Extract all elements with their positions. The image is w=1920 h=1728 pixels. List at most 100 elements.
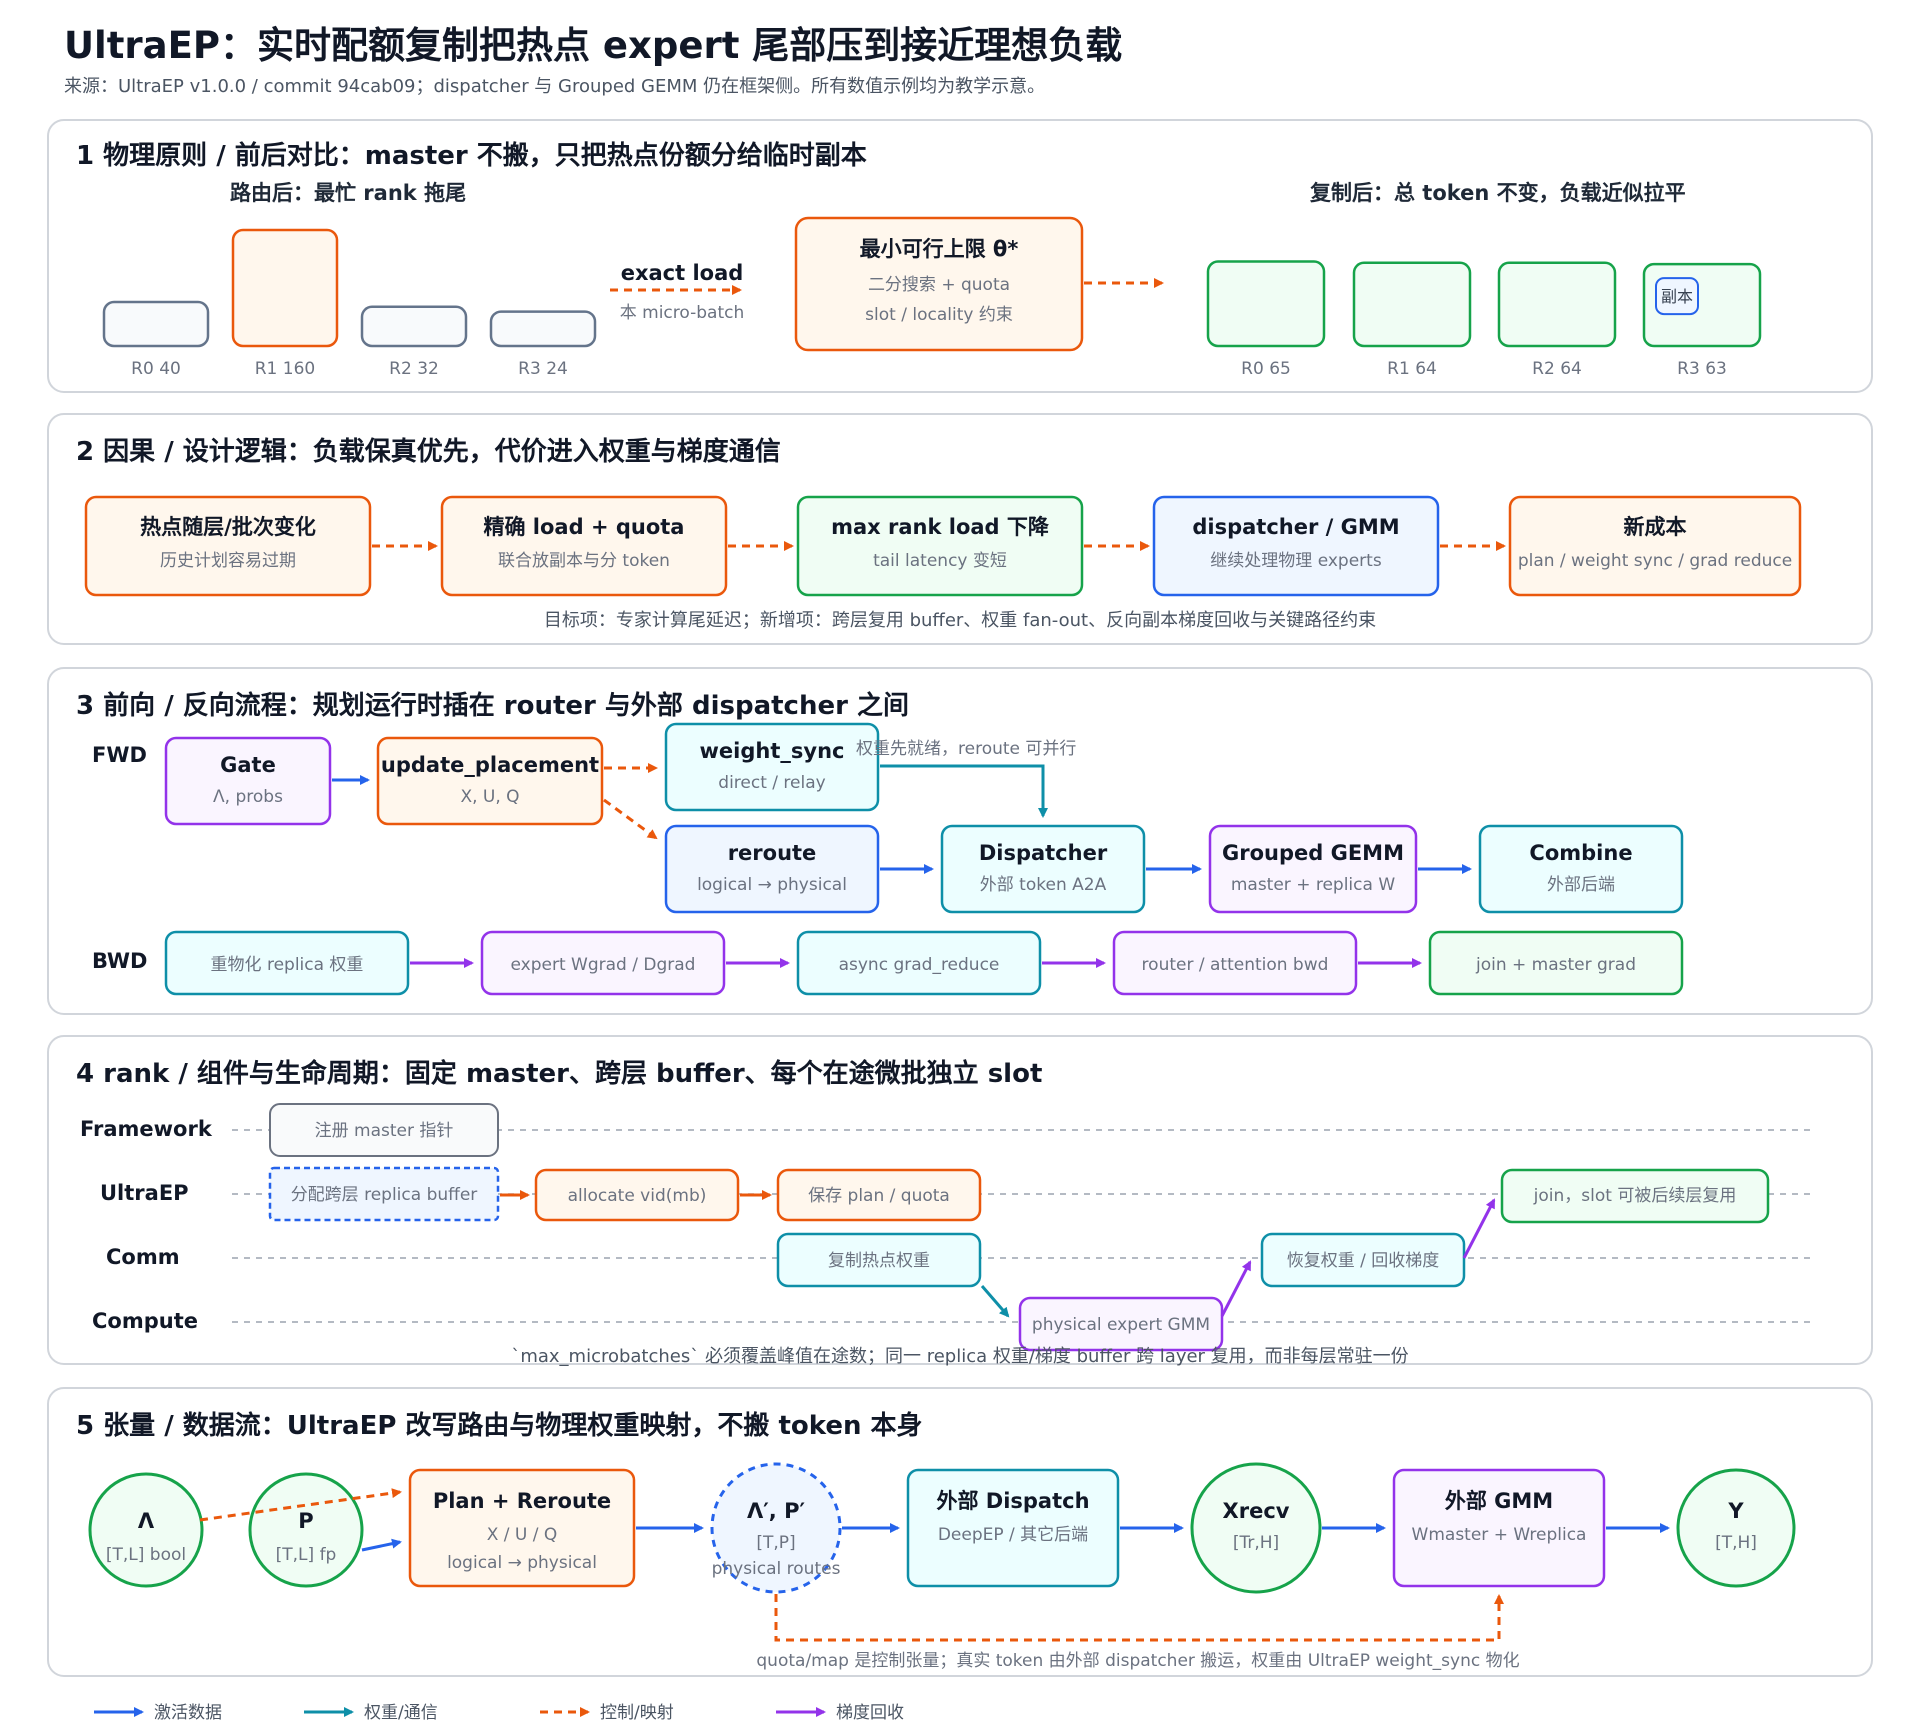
reroute-box bbox=[664, 824, 880, 914]
legend-label-0: 激活数据 bbox=[154, 1703, 222, 1723]
bwd-rematerialize-box bbox=[164, 930, 410, 996]
plan-reroute-title: Plan + Reroute bbox=[433, 1489, 611, 1513]
external-gmm-title: 外部 GMM bbox=[1445, 1489, 1553, 1513]
weight-sync-box bbox=[664, 722, 880, 812]
after-bar-1 bbox=[1352, 261, 1472, 348]
legend: 激活数据 权重/通信 控制/映射 梯度回收 bbox=[94, 1703, 904, 1723]
weight-sync-title: weight_sync bbox=[700, 739, 845, 763]
bwd-rematerialize-label: 重物化 replica 权重 bbox=[211, 955, 364, 975]
hotspot-sub: 历史计划容易过期 bbox=[160, 551, 296, 571]
physical-routes-node bbox=[710, 1462, 842, 1594]
alloc-vid-label: allocate vid(mb) bbox=[568, 1186, 707, 1206]
xrecv-title: Xrecv bbox=[1223, 1499, 1290, 1523]
lane-framework: Framework bbox=[80, 1117, 213, 1141]
wsync-to-dispatcher-arrow bbox=[880, 764, 1048, 818]
new-cost-box bbox=[1508, 495, 1802, 597]
update-to-reroute-arrow bbox=[603, 798, 658, 840]
external-gmm-sub: Wmaster + Wreplica bbox=[1412, 1525, 1587, 1545]
after-bar-label-3: R3 63 bbox=[1677, 359, 1727, 379]
hotspot-title: 热点随层/批次变化 bbox=[140, 515, 316, 539]
grouped-gemm-box bbox=[1208, 824, 1418, 914]
lambda-node bbox=[88, 1472, 204, 1588]
register-master-label: 注册 master 指针 bbox=[315, 1121, 454, 1141]
fwd-label: FWD bbox=[92, 743, 147, 767]
update-placement-box bbox=[376, 736, 604, 826]
lane-ultraep: UltraEP bbox=[100, 1181, 189, 1205]
bwd-label: BWD bbox=[92, 949, 147, 973]
after-bar-2 bbox=[1497, 261, 1617, 348]
xrecv-node bbox=[1190, 1462, 1322, 1594]
page-title: UltraEP：实时配额复制把热点 expert 尾部压到接近理想负载 bbox=[64, 24, 1122, 67]
gate-sub: Λ, probs bbox=[213, 787, 283, 807]
weight-sync-sub: direct / relay bbox=[718, 773, 825, 793]
alloc-buffer-box bbox=[268, 1166, 500, 1222]
new-cost-sub: plan / weight sync / grad reduce bbox=[1518, 551, 1792, 571]
restore-label: 恢复权重 / 回收梯度 bbox=[1287, 1251, 1440, 1271]
p-title: P bbox=[298, 1509, 313, 1533]
after-bar-0 bbox=[1206, 260, 1326, 348]
copy-hot-box bbox=[776, 1232, 982, 1288]
plan-reroute-box bbox=[408, 1468, 636, 1588]
before-label: 路由后：最忙 rank 拖尾 bbox=[230, 181, 466, 205]
after-label: 复制后：总 token 不变，负载近似拉平 bbox=[1309, 181, 1686, 205]
legend-label-3: 梯度回收 bbox=[836, 1703, 904, 1723]
update-placement-title: update_placement bbox=[381, 753, 599, 777]
weight-sync-map-arrow bbox=[774, 1594, 1504, 1642]
reroute-title: reroute bbox=[728, 841, 817, 865]
alloc-vid-box bbox=[534, 1168, 740, 1222]
dispatcher-gmm-title: dispatcher / GMM bbox=[1192, 515, 1399, 539]
s4-arrow-gemm-to-restore bbox=[1220, 1260, 1252, 1317]
legend-label-2: 控制/映射 bbox=[600, 1703, 674, 1723]
hotspot-box bbox=[84, 495, 372, 597]
grouped-gemm-sub: master + replica W bbox=[1231, 875, 1395, 895]
after-bar-label-0: R0 65 bbox=[1241, 359, 1291, 379]
update-placement-sub: X, U, Q bbox=[460, 787, 519, 807]
before-bar-label-3: R3 24 bbox=[518, 359, 568, 379]
physical-routes-line2: physical routes bbox=[712, 1559, 841, 1579]
bwd-expert-grad-label: expert Wgrad / Dgrad bbox=[511, 955, 696, 975]
copy-hot-label: 复制热点权重 bbox=[828, 1251, 930, 1271]
gate-box bbox=[164, 736, 332, 826]
physical-routes-title: Λ′, P′ bbox=[747, 1499, 805, 1523]
section-5-note: quota/map 是控制张量；真实 token 由外部 dispatcher … bbox=[756, 1651, 1519, 1671]
join-slot-label: join，slot 可被后续层复用 bbox=[1533, 1186, 1737, 1206]
bwd-router-label: router / attention bwd bbox=[1142, 955, 1329, 975]
before-bar-3 bbox=[489, 310, 597, 348]
replica-tag-label: 副本 bbox=[1661, 287, 1693, 306]
lambda-title: Λ bbox=[138, 1509, 155, 1533]
section-3-title: 3 前向 / 反向流程：规划运行时插在 router 与外部 dispatche… bbox=[76, 690, 909, 721]
xrecv-sub: [Tr,H] bbox=[1233, 1533, 1279, 1553]
y-sub: [T,H] bbox=[1715, 1533, 1757, 1553]
external-gmm-box bbox=[1392, 1468, 1606, 1588]
section-5-title: 5 张量 / 数据流：UltraEP 改写路由与物理权重映射，不搬 token … bbox=[76, 1410, 923, 1441]
dispatcher-sub: 外部 token A2A bbox=[980, 875, 1107, 895]
restore-box bbox=[1260, 1232, 1466, 1288]
plan-reroute-line1: X / U / Q bbox=[487, 1525, 558, 1545]
bwd-join-box bbox=[1428, 930, 1684, 996]
p-node bbox=[248, 1472, 364, 1588]
section-1-title: 1 物理原则 / 前后对比：master 不搬，只把热点份额分给临时副本 bbox=[76, 140, 867, 171]
exact-load-quota-box bbox=[440, 495, 728, 597]
combine-sub: 外部后端 bbox=[1547, 875, 1615, 895]
external-dispatch-sub: DeepEP / 其它后端 bbox=[938, 1525, 1088, 1545]
bwd-join-label: join + master grad bbox=[1475, 955, 1636, 975]
section-2-note: 目标项：专家计算尾延迟；新增项：跨层复用 buffer、权重 fan-out、反… bbox=[544, 610, 1376, 631]
new-cost-title: 新成本 bbox=[1624, 515, 1687, 539]
p-sub: [T,L] fp bbox=[276, 1545, 337, 1565]
s4-arrow-restore-to-join bbox=[1462, 1198, 1496, 1259]
section-4-note: `max_microbatches` 必须覆盖峰值在途数；同一 replica … bbox=[511, 1346, 1408, 1367]
join-slot-box bbox=[1500, 1168, 1770, 1224]
legend-label-1: 权重/通信 bbox=[364, 1703, 438, 1723]
bwd-router-box bbox=[1112, 930, 1358, 996]
external-dispatch-title: 外部 Dispatch bbox=[936, 1489, 1089, 1513]
theta-line1: 二分搜索 + quota bbox=[868, 275, 1010, 295]
theta-title: 最小可行上限 θ* bbox=[860, 237, 1019, 261]
combine-box bbox=[1478, 824, 1684, 914]
max-rank-load-title: max rank load 下降 bbox=[831, 515, 1050, 539]
before-bar-label-2: R2 32 bbox=[389, 359, 439, 379]
alloc-buffer-label: 分配跨层 replica buffer bbox=[291, 1185, 478, 1205]
lambda-to-plan-arrow bbox=[199, 1488, 402, 1522]
lambda-sub: [T,L] bool bbox=[106, 1545, 186, 1565]
